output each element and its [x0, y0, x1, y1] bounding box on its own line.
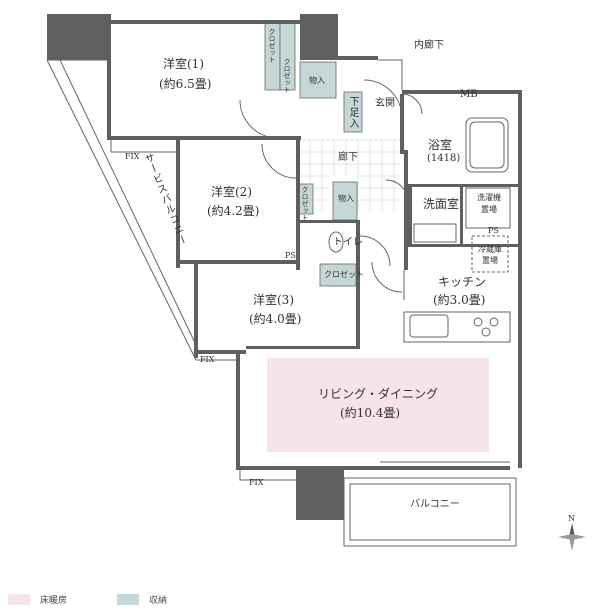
closet-label-2: クロゼット [283, 58, 291, 93]
entrance-label: 玄関 [375, 98, 395, 109]
western3-size: (約4.0畳) [249, 312, 302, 326]
compass-icon [558, 523, 586, 551]
walls [47, 14, 522, 520]
ps-label-1: PS [285, 251, 296, 260]
compass-north: N [568, 514, 575, 523]
fridge-space [471, 235, 509, 273]
legend-label-storage: 収納 [149, 595, 168, 606]
fix-label-2: FIX [200, 355, 215, 364]
bath-size: (1418) [427, 153, 461, 164]
fridge-label-1: 冷蔵庫 [478, 245, 502, 254]
storage-hall-1 [299, 61, 337, 99]
hall-tiles [300, 139, 400, 210]
closet-label-3: クロゼット [301, 186, 309, 221]
washbasin [413, 223, 457, 243]
western1-size: (約6.5畳) [159, 77, 212, 91]
legend-swatch-storage [117, 593, 140, 605]
kitchen-counter [403, 311, 511, 343]
shoe-storage [343, 91, 363, 133]
western1-name: 洋室(1) [163, 57, 204, 71]
cooktop-burner-1 [473, 317, 483, 327]
toilet-label: トイレ [333, 237, 363, 248]
storage-hall-2 [332, 181, 358, 221]
washer-label-1: 洗濯機 [477, 193, 501, 202]
bathtub [465, 117, 509, 173]
cooktop-burner-3 [481, 327, 491, 337]
washroom-label: 洗面室 [423, 197, 460, 211]
living-size: (約10.4畳) [340, 406, 401, 420]
fridge-label-2: 置場 [482, 256, 498, 265]
fix-label-3: FIX [249, 478, 264, 487]
ps-label-2: PS [488, 226, 499, 235]
kitchen-sink [409, 314, 449, 338]
hallway-label: 廊下 [338, 152, 358, 163]
kitchen-size: (約3.0畳) [433, 293, 486, 307]
washer-space [465, 187, 511, 229]
western2-name: 洋室(2) [211, 185, 252, 199]
kitchen-name: キッチン [438, 275, 487, 289]
living-name: リビング・ダイニング [318, 387, 439, 401]
closet-label-4: クロゼット [324, 270, 364, 279]
floor-heating-area [267, 358, 489, 452]
bath-name: 浴室 [428, 138, 453, 152]
toilet-bowl [328, 231, 344, 253]
legend-swatch-floor-heating [8, 593, 30, 605]
service-balcony-outline [46, 59, 236, 361]
washer-label-2: 置場 [481, 205, 497, 214]
western3-name: 洋室(3) [253, 293, 294, 307]
cooktop-burner-2 [489, 317, 499, 327]
legend-label-floor-heating: 床暖房 [40, 595, 68, 606]
western2-size: (約4.2畳) [207, 204, 260, 218]
mb-label: MB [460, 89, 478, 100]
closet-label-1: クロゼット [268, 28, 276, 63]
legend: 床暖房 収納 [8, 592, 217, 606]
storage1-label: 物入 [309, 76, 325, 85]
balcony-outline [343, 477, 517, 547]
storage2-label: 物入 [338, 194, 354, 203]
balcony-label: バルコニー [410, 499, 460, 510]
inner-hallway-label: 内廊下 [414, 40, 444, 51]
fix-label-1: FIX [125, 152, 140, 161]
shoe-storage-label: 下足入 [347, 96, 358, 129]
